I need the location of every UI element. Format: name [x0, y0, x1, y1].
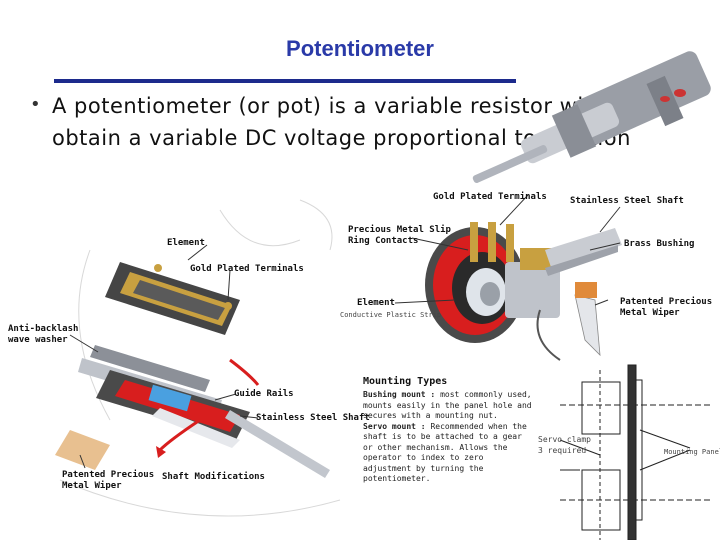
label-wiper-right: Patented Precious Metal Wiper [620, 297, 713, 318]
mounting-types-body: Bushing mount : most commonly used, moun… [363, 390, 533, 485]
label-shaft-modifications: Shaft Modifications [162, 472, 265, 482]
label-stainless-steel-shaft-mid: Stainless Steel Shaft [256, 413, 370, 423]
label-element-right-sub: Conductive Plastic Strip [340, 311, 442, 319]
bushing-mount-heading: Bushing mount : [363, 390, 436, 399]
title-underline [54, 79, 516, 83]
label-anti-backlash-washer: Anti-backlash wave washer [8, 324, 79, 345]
rotary-pot-image [394, 194, 622, 361]
servo-mount-heading: Servo mount : [363, 421, 426, 431]
label-gold-plated-terminals-top: Gold Plated Terminals [433, 192, 547, 202]
label-servo-clamp: Servo clamp 3 required [538, 435, 591, 455]
bullet-text: A potentiometer (or pot) is a variable r… [52, 94, 649, 150]
servo-mount-paragraph: Servo mount : Recommended when the shaft… [363, 422, 533, 485]
linear-pot-image [55, 244, 330, 478]
bushing-mount-text: most commonly used, mounts easily in the… [363, 390, 532, 420]
label-brass-bushing: Brass Bushing [624, 239, 695, 249]
label-mounting-panel: Mounting Panel [664, 448, 720, 456]
label-guide-rails: Guide Rails [234, 389, 294, 399]
mounting-types-title: Mounting Types [363, 376, 448, 387]
servo-mount-drawing [559, 364, 710, 540]
cylinder-image [472, 51, 711, 183]
label-element-right: Element [357, 298, 395, 308]
servo-mount-text: Recommended when the shaft is to be atta… [363, 421, 527, 484]
slide-title: Potentiometer [286, 36, 434, 61]
label-element-left: Element [167, 238, 205, 248]
label-gold-plated-terminals-left: Gold Plated Terminals [190, 264, 304, 274]
label-wiper-left: Patented Precious Metal Wiper [62, 470, 155, 491]
label-stainless-steel-shaft-top: Stainless Steel Shaft [570, 196, 684, 206]
bullet-icon: • [30, 94, 41, 115]
label-slip-ring-contacts: Precious Metal Slip Ring Contacts [348, 225, 451, 246]
bushing-mount-paragraph: Bushing mount : most commonly used, moun… [363, 390, 533, 422]
